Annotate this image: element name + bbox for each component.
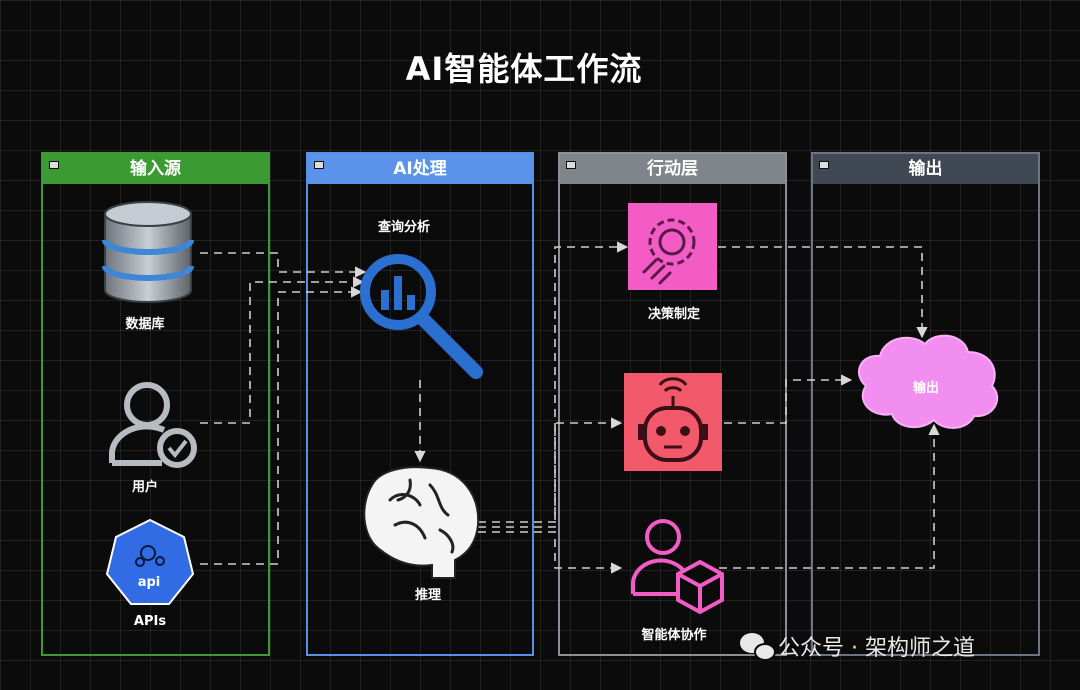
lane-action-title: 行动层	[647, 159, 698, 179]
lane-action-header: 行动层	[560, 154, 785, 184]
diagram-title: AI智能体工作流	[405, 50, 643, 88]
reasoning-label: 推理	[414, 588, 441, 603]
lane-action: 行动层	[558, 152, 787, 656]
lane-output-title: 输出	[908, 159, 943, 179]
user-label: 用户	[131, 480, 158, 495]
edge-database-query	[200, 252, 367, 278]
magnifier-chart-icon	[360, 254, 483, 379]
edge-apis-query	[200, 286, 363, 565]
api-icon	[105, 518, 195, 605]
agent-collab-icon	[631, 519, 724, 615]
lane-input: 输入源	[41, 152, 270, 656]
edge-decision-output	[718, 246, 928, 339]
brain-icon	[363, 466, 480, 579]
user-check-icon	[109, 382, 197, 468]
connectors	[200, 241, 940, 574]
edge-robot-output	[724, 374, 853, 424]
database-icon	[102, 201, 194, 303]
database-label: 数据库	[125, 317, 165, 332]
decision-gear-icon	[628, 203, 717, 290]
collapse-icon[interactable]	[49, 161, 59, 169]
decision-label: 决策制定	[647, 307, 700, 322]
lane-ai-title: AI处理	[393, 159, 447, 179]
watermark: 公众号 · 架构师之道	[778, 636, 975, 661]
output-cloud-icon	[858, 334, 999, 429]
lane-ai: AI处理	[306, 152, 534, 656]
robot-icon	[624, 373, 722, 471]
edge-user-query	[200, 276, 365, 424]
edge-reasoning-robot	[478, 417, 623, 528]
lane-output-header: 输出	[813, 154, 1038, 184]
collab-label: 智能体协作	[641, 628, 707, 643]
edge-reasoning-decision	[478, 241, 629, 523]
lane-ai-header: AI处理	[308, 154, 532, 184]
wechat-icon	[740, 633, 776, 661]
api-badge-label: api	[137, 575, 161, 590]
lane-input-header: 输入源	[43, 154, 268, 184]
collapse-icon[interactable]	[819, 161, 829, 169]
lane-output: 输出	[811, 152, 1040, 656]
apis-label: APIs	[133, 614, 167, 629]
edge-collab-output	[705, 423, 940, 569]
collapse-icon[interactable]	[566, 161, 576, 169]
edge-reasoning-collab	[478, 531, 623, 574]
collapse-icon[interactable]	[314, 161, 324, 169]
lane-input-title: 输入源	[130, 159, 181, 179]
output-label: 输出	[912, 381, 939, 396]
query-label: 查询分析	[377, 220, 430, 235]
